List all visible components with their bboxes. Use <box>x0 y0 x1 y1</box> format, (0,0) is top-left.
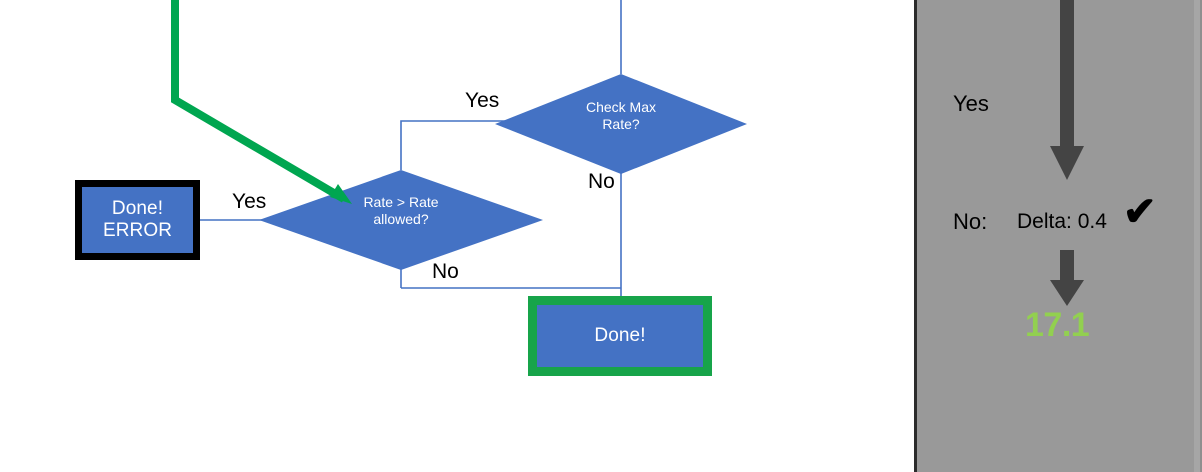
panel-yes-label: Yes <box>953 91 989 116</box>
panel-right-edge-line <box>1200 0 1202 472</box>
node-done: Done! <box>528 296 712 376</box>
branch-label-rate-gt-yes: Yes <box>232 190 267 213</box>
node-done-error-line2: ERROR <box>102 220 173 241</box>
node-done-line1: Done! <box>594 324 646 346</box>
down-arrow-icon-bottom <box>1050 250 1084 306</box>
branch-label-check-max-yes: Yes <box>465 89 500 112</box>
flowchart-canvas: Check Max Rate? Rate > Rate allowed? Don… <box>75 0 747 376</box>
right-gray-panel: Yes No: Delta: 0.4 ✔ 17.1 <box>914 0 1202 472</box>
panel-right-edge-strip <box>1194 0 1202 472</box>
panel-no-label: No: <box>953 209 988 234</box>
highlight-path-arrowhead <box>330 184 352 204</box>
panel-result-value: 17.1 <box>1025 306 1090 344</box>
highlight-path-green <box>171 0 347 203</box>
panel-delta-value: Delta: 0.4 <box>1017 210 1107 233</box>
down-arrow-icon-top <box>1050 0 1084 180</box>
branch-label-rate-gt-no: No <box>432 260 459 283</box>
node-done-error: Done! ERROR <box>75 180 200 260</box>
check-mark-icon: ✔ <box>1123 190 1157 234</box>
flowchart-connectors-and-shapes <box>171 0 747 296</box>
node-check-max-rate-shape <box>495 74 747 174</box>
node-rate-gt-allowed-shape <box>259 170 543 270</box>
connector-check-max-yes <box>400 120 541 170</box>
node-done-error-line1: Done! <box>111 197 164 219</box>
branch-label-check-max-no: No <box>588 170 615 193</box>
